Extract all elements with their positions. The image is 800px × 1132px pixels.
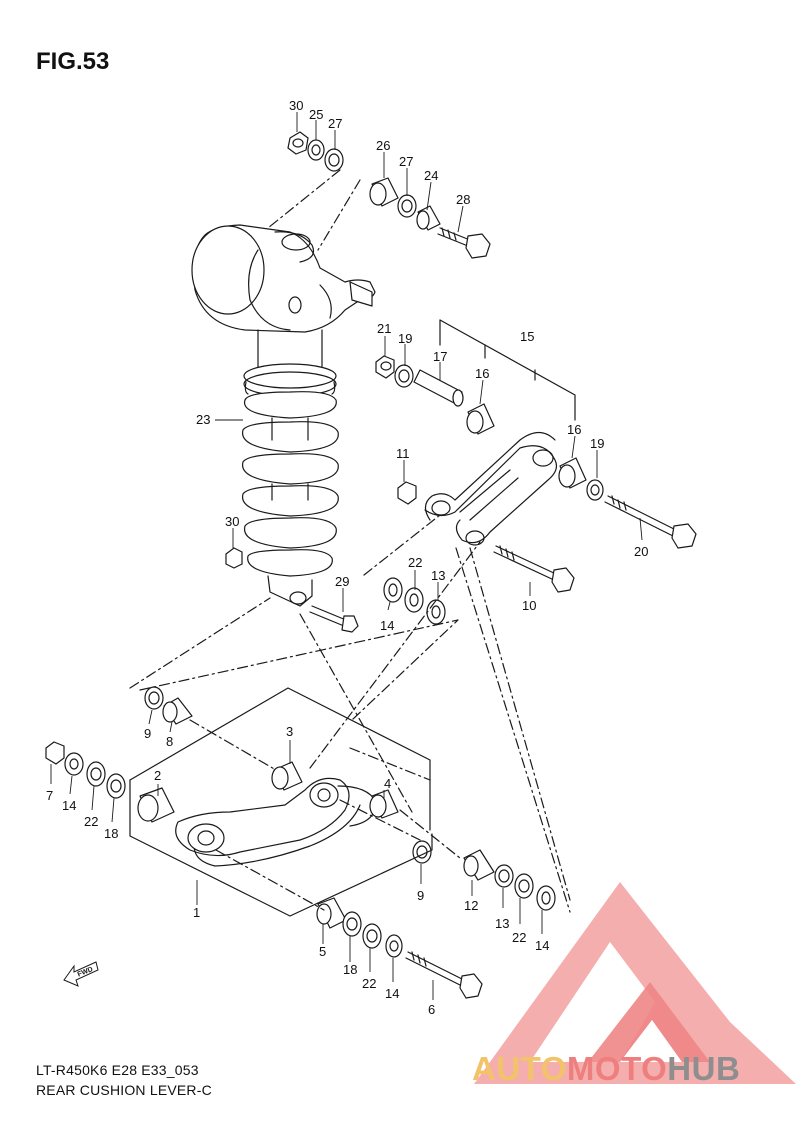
callout-18b: 18	[343, 962, 357, 977]
callout-22b: 22	[84, 814, 98, 829]
callout-22: 22	[408, 555, 422, 570]
nut-30-lower	[225, 547, 243, 569]
cushion-rod-nuts	[375, 355, 414, 388]
callout-25: 25	[309, 107, 323, 122]
callout-30: 30	[289, 98, 303, 113]
callout-13: 13	[431, 568, 445, 583]
callout-16: 16	[475, 366, 489, 381]
washers-left	[45, 741, 126, 799]
callout-2: 2	[154, 768, 161, 783]
watermark-part-auto: AUTO	[472, 1050, 567, 1087]
callout-14b: 14	[62, 798, 76, 813]
lever-bearings	[137, 761, 399, 823]
washers-bottom	[316, 897, 483, 999]
callout-14: 14	[380, 618, 394, 633]
callout-14d: 14	[385, 986, 399, 1001]
callout-5: 5	[319, 944, 326, 959]
figure-code: LT-R450K6 E28 E33_053	[36, 1062, 199, 1078]
callout-15: 15	[520, 329, 534, 344]
callout-29: 29	[335, 574, 349, 589]
callout-17: 17	[433, 349, 447, 364]
watermark-part-moto: MOTO	[566, 1050, 668, 1087]
assembly-brackets	[129, 319, 576, 917]
bolt-20	[604, 495, 697, 549]
callout-16b: 16	[567, 422, 581, 437]
watermark-part-hub: HUB	[667, 1050, 741, 1087]
fwd-arrow-icon: FWD	[63, 961, 99, 987]
callout-22c: 22	[512, 930, 526, 945]
callout-24: 24	[424, 168, 438, 183]
washers-rod	[383, 577, 446, 625]
callout-6: 6	[428, 1002, 435, 1017]
bolt-29	[309, 605, 359, 633]
callout-28: 28	[456, 192, 470, 207]
callout-27: 27	[328, 116, 342, 131]
washers-right	[412, 840, 556, 911]
callout-3: 3	[286, 724, 293, 739]
callout-26: 26	[376, 138, 390, 153]
callout-19b: 19	[590, 436, 604, 451]
cushion-rod	[424, 431, 558, 546]
cushion-rod-sleeve-bearings	[413, 369, 604, 501]
callout-8: 8	[166, 734, 173, 749]
callout-7: 7	[46, 788, 53, 803]
callout-layer: 30 25 27 26 27 24 28 21 19 17 15 16 16 1…	[46, 98, 648, 1017]
callout-30b: 30	[225, 514, 239, 529]
automotohub-logo-icon	[474, 882, 796, 1084]
watermark-text: AUTOMOTOHUB	[472, 1050, 740, 1088]
assembly-lines	[129, 514, 571, 913]
callout-23: 23	[196, 412, 210, 427]
figure-title: FIG.53	[36, 48, 110, 75]
callout-10: 10	[522, 598, 536, 613]
callout-21: 21	[377, 321, 391, 336]
callout-20: 20	[634, 544, 648, 559]
top-mount-hardware	[287, 131, 344, 172]
figure-name: REAR CUSHION LEVER-C	[36, 1082, 212, 1098]
callout-13b: 13	[495, 916, 509, 931]
collar-left	[144, 686, 193, 725]
callout-22d: 22	[362, 976, 376, 991]
upper-mount-bushings	[369, 177, 491, 259]
nut-11	[397, 481, 417, 505]
assembly-lines-top	[267, 169, 361, 251]
rear-shock-absorber	[191, 224, 376, 607]
callout-19: 19	[398, 331, 412, 346]
callout-18: 18	[104, 826, 118, 841]
fwd-label: FWD	[77, 966, 94, 978]
callout-9b: 9	[417, 888, 424, 903]
callout-12: 12	[464, 898, 478, 913]
callout-11: 11	[396, 446, 410, 461]
callout-27b: 27	[399, 154, 413, 169]
callout-9: 9	[144, 726, 151, 741]
cushion-lever	[175, 777, 377, 867]
callout-1: 1	[193, 905, 200, 920]
callout-4: 4	[384, 776, 391, 791]
bolt-10	[493, 545, 575, 593]
callout-14c: 14	[535, 938, 549, 953]
